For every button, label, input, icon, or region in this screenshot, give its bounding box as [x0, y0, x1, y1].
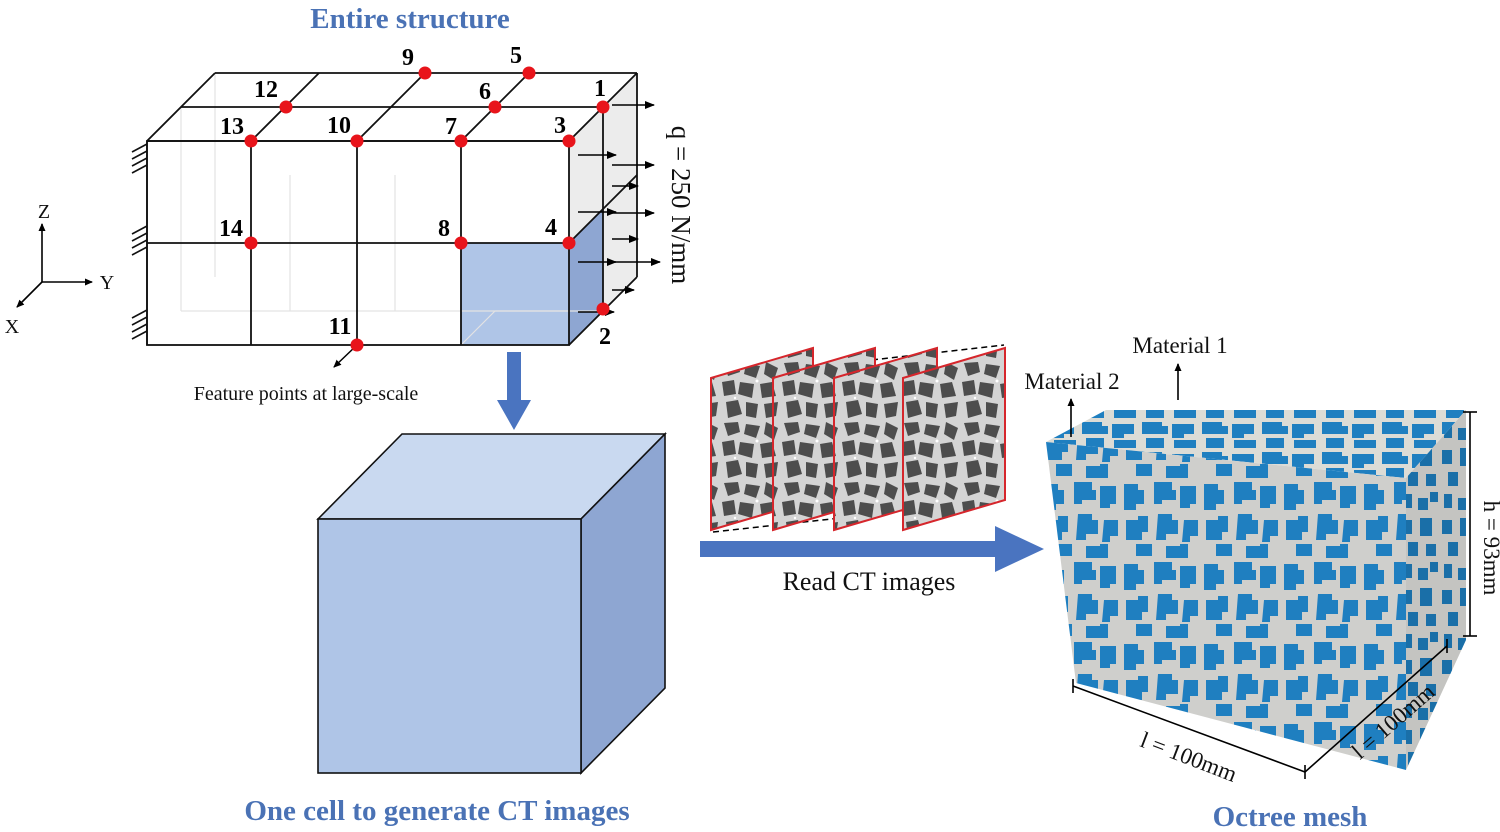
- point-label-11: 11: [329, 314, 352, 340]
- cube-front-face: [317, 518, 582, 774]
- feature-point-3: [562, 134, 576, 148]
- point-label-6: 6: [479, 79, 491, 105]
- feature-point-10: [350, 134, 364, 148]
- axis-label-z: Z: [38, 201, 50, 223]
- point-label-3: 3: [554, 113, 566, 139]
- feature-point-11: [350, 338, 364, 352]
- dimension-lines: [1072, 411, 1477, 779]
- feature-point-5: [522, 66, 536, 80]
- title-octree-mesh: Octree mesh: [1213, 801, 1368, 832]
- feature-point-7: [454, 134, 468, 148]
- point-label-14: 14: [219, 216, 243, 242]
- axis-label-y: Y: [100, 272, 114, 294]
- octree-front-face: [1046, 442, 1406, 770]
- point-label-13: 13: [220, 114, 244, 140]
- unit-cell-front: [461, 243, 569, 345]
- load-arrows: [578, 101, 661, 316]
- dim-h-label: h = 93mm: [1479, 501, 1500, 596]
- fixed-support-hatch: [131, 141, 148, 345]
- feature-point-labels: 1 2 3 4 5 6 7 8 9 10 11 12 13 14: [219, 43, 611, 350]
- ct-image-stack: [710, 344, 1006, 533]
- point-label-5: 5: [510, 43, 522, 69]
- octree-side-face: [1406, 410, 1466, 770]
- coordinate-axes: [16, 223, 93, 308]
- material1-label: Material 1: [1132, 333, 1227, 358]
- point-label-7: 7: [445, 114, 457, 140]
- feature-point-8: [454, 236, 468, 250]
- feature-point-14: [244, 236, 258, 250]
- feature-point-13: [244, 134, 258, 148]
- ct-slice-4: [902, 346, 1006, 532]
- point-label-12: 12: [254, 77, 278, 103]
- feature-points: [244, 66, 610, 352]
- title-one-cell: One cell to generate CT images: [244, 795, 629, 827]
- point-label-10: 10: [327, 113, 351, 139]
- right-arrow: [700, 526, 1044, 572]
- down-arrow: [497, 352, 531, 430]
- feature-point-9: [418, 66, 432, 80]
- feature-point-1: [596, 100, 610, 114]
- dim-l-front-label: l = 100mm: [1137, 727, 1240, 787]
- octree-mesh-cube: [1046, 410, 1466, 770]
- point-label-2: 2: [599, 324, 611, 350]
- title-entire-structure: Entire structure: [310, 3, 510, 35]
- feature-points-caption: Feature points at large-scale: [194, 383, 419, 405]
- feature-point-4: [562, 236, 576, 250]
- octree-top-face: [1046, 410, 1466, 478]
- point-label-1: 1: [594, 76, 606, 102]
- feature-point-12: [279, 100, 293, 114]
- point-label-8: 8: [438, 216, 450, 242]
- unit-cell-cube: [316, 432, 667, 775]
- material2-label: Material 2: [1024, 369, 1119, 394]
- feature-point-2: [596, 302, 610, 316]
- point-label-4: 4: [545, 215, 557, 241]
- read-ct-label: Read CT images: [783, 567, 956, 596]
- load-label: q = 250 N/mm: [666, 126, 696, 284]
- feature-point-6: [488, 100, 502, 114]
- axis-label-x: X: [5, 316, 20, 338]
- point-label-9: 9: [402, 45, 414, 71]
- entire-structure-diagram: q = 250 N/mm Feature points at large-sca…: [131, 43, 696, 405]
